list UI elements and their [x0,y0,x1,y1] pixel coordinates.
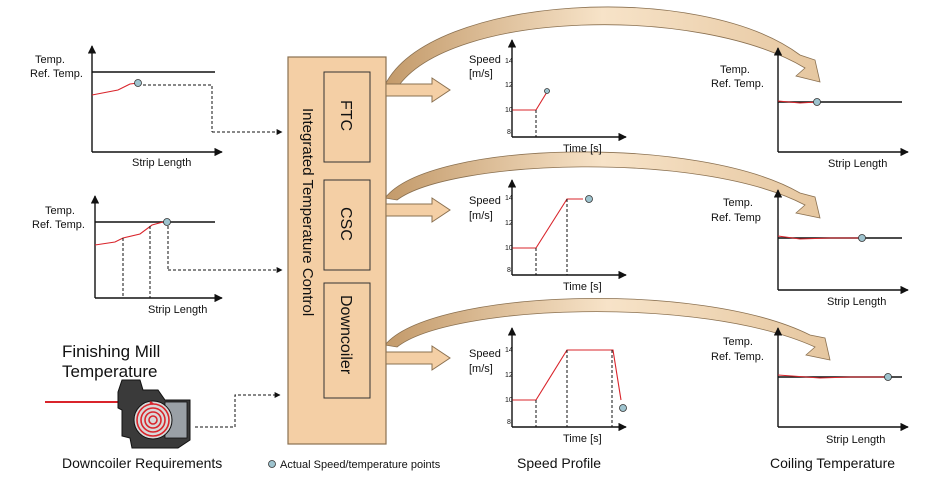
legend: Actual Speed/temperature points [268,459,441,471]
left-plot-1-xlabel: Strip Length [132,157,191,169]
speed-plot-1-ylabel: Speed [469,54,501,66]
coiling-plot-2: Temp. Ref. Temp Strip Length [711,189,909,308]
speed-plot-2-tick: 14 [505,195,513,202]
csc-label: CSC [337,207,354,241]
integrated-temperature-control-block: Integrated Temperature Control FTC CSC D… [287,56,387,445]
speed-plot-1-tick: 10 [505,107,513,114]
ftc-box [323,71,371,163]
coiling-plot-3-ylabel-ref: Ref. Temp. [711,351,764,363]
speed-plot-2-tick: 10 [505,245,513,252]
coiling-plot-1: Temp. Ref. Temp. Strip Length [711,47,909,170]
left-plot-2: Temp. Ref. Temp. Strip Length [32,195,223,316]
speed-plot-2-tick: 8 [507,267,511,274]
speed-plot-3-ylabel: Speed [469,348,501,360]
left-plot-2-ylabel-ref: Ref. Temp. [32,219,85,231]
left-plot-2-xlabel: Strip Length [148,304,207,316]
speed-plot-3-tick: 8 [507,419,511,426]
actual-point-dot [163,218,171,226]
actual-point-dot [884,373,892,381]
curved-arrow-2 [384,151,821,219]
speed-plot-3-yunit: [m/s] [469,363,493,375]
block-arrow-2 [385,197,451,223]
downcoiler-label: Downcoiler [337,295,354,375]
speed-plot-2-yunit: [m/s] [469,210,493,222]
left-plot-2-ylabel-temp: Temp. [45,205,75,217]
dashed-connector-3 [195,392,281,428]
speed-plot-3-xlabel: Time [s] [563,433,602,445]
ftc-label: FTC [337,100,354,131]
csc-box [323,179,371,271]
left-plot-1-ylabel-temp: Temp. [35,54,65,66]
speed-plot-2-tick: 12 [505,220,513,227]
speed-plot-3-tick: 10 [505,397,513,404]
left-plot-1-ylabel-ref: Ref. Temp. [30,68,83,80]
coiling-plot-1-xlabel: Strip Length [828,158,887,170]
coiling-plot-1-ylabel-temp: Temp. [720,64,750,76]
coiling-plot-3-ylabel-temp: Temp. [723,336,753,348]
actual-point-dot [134,79,142,87]
actual-point-dot [619,404,627,412]
speed-plot-1-tick: 14 [505,58,513,65]
speed-profile-caption: Speed Profile [517,455,601,471]
finishing-mill-label-line2: Temperature [62,362,157,381]
speed-plot-1-xlabel: Time [s] [563,143,602,155]
block-arrow-1 [385,77,451,103]
speed-plot-2: 14 12 10 8 Speed [m/s] Time [s] [469,179,627,293]
finishing-mill-label-line1: Finishing Mill [62,342,160,361]
actual-point-dot [544,88,550,94]
coiling-plot-2-ylabel-ref: Ref. Temp [711,212,761,224]
coiling-plot-1-ylabel-ref: Ref. Temp. [711,78,764,90]
coiling-temperature-caption: Coiling Temperature [770,455,895,471]
downcoiler-box [323,282,371,399]
speed-plot-1-yunit: [m/s] [469,68,493,80]
coiling-plot-3: Temp. Ref. Temp. Strip Length [711,327,909,446]
curved-arrow-1 [384,6,821,89]
downcoiler-requirements-caption: Downcoiler Requirements [62,455,222,471]
actual-point-dot [858,234,866,242]
coiling-plot-2-xlabel: Strip Length [827,296,886,308]
speed-plot-2-xlabel: Time [s] [563,281,602,293]
downcoiler-icon [45,379,191,449]
speed-plot-1-tick: 8 [507,129,511,136]
actual-point-dot [813,98,821,106]
left-plot-1: Temp. Ref. Temp. Strip Length [30,45,223,169]
speed-plot-1: 14 12 10 8 Speed [m/s] Time [s] [469,39,627,155]
actual-point-dot [585,195,593,203]
block-arrow-3 [385,345,451,371]
integrated-temperature-control-title: Integrated Temperature Control [299,108,316,316]
speed-plot-2-ylabel: Speed [469,195,501,207]
speed-plot-3-tick: 14 [505,347,513,354]
speed-plot-1-tick: 12 [505,82,513,89]
legend-dot-icon [268,460,276,468]
legend-text: Actual Speed/temperature points [280,459,441,471]
speed-plot-3-tick: 12 [505,372,513,379]
coiling-plot-2-ylabel-temp: Temp. [723,197,753,209]
curved-arrow-3 [384,298,831,361]
coiling-plot-3-xlabel: Strip Length [826,434,885,446]
speed-plot-3: 14 12 10 8 Speed [m/s] Time [s] [469,327,627,445]
